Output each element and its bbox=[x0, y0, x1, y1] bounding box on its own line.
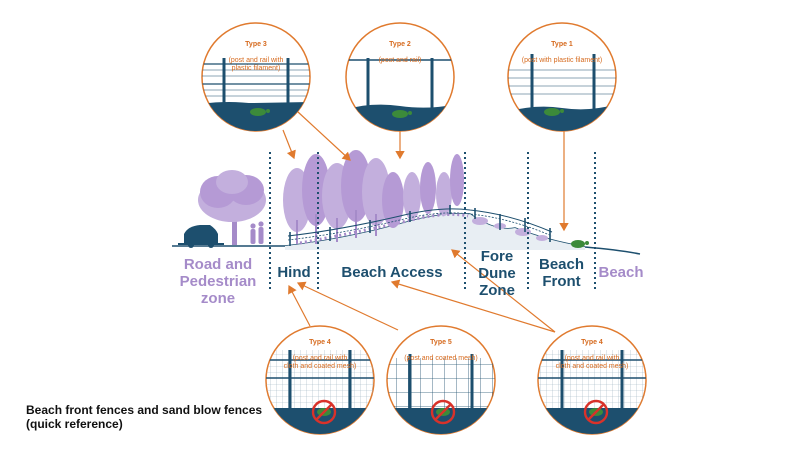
road-tree bbox=[198, 170, 266, 245]
callout-type4-left-title: Type 4 (post and rail with cloth and coa… bbox=[275, 331, 365, 371]
zone-label-road: Road and Pedestrian zone bbox=[179, 256, 257, 307]
callout-type4-right-title: Type 4 (post and rail with cloth and coa… bbox=[547, 331, 637, 371]
landscape bbox=[172, 150, 641, 292]
zone-label-fore-dune: Fore Dune Zone bbox=[478, 248, 516, 299]
zone-label-beach-access: Beach Access bbox=[341, 264, 443, 281]
callout-type5-desc: (post and coated mesh) bbox=[404, 355, 478, 362]
pedestrians bbox=[250, 221, 264, 244]
callout-type4-right bbox=[537, 325, 647, 435]
access-trees bbox=[283, 150, 464, 244]
callout-type4-left-type: Type 4 bbox=[309, 339, 331, 346]
callout-type1 bbox=[507, 22, 617, 132]
callout-type5-type: Type 5 bbox=[430, 339, 452, 346]
zone-label-hind: Hind bbox=[277, 264, 311, 281]
callout-type4-right-desc: (post and rail with cloth and coated mes… bbox=[555, 355, 629, 370]
arrows bbox=[282, 111, 569, 333]
callout-type2-title: Type 2 (post and rail) bbox=[360, 33, 440, 65]
callout-type3 bbox=[201, 22, 311, 132]
callout-type3-desc: (post and rail with plastic filament) bbox=[228, 57, 284, 72]
callout-type4-right-type: Type 4 bbox=[581, 339, 603, 346]
dune-fill bbox=[285, 213, 585, 250]
zone-dividers bbox=[269, 152, 596, 292]
zone-label-beach: Beach bbox=[598, 264, 644, 281]
callout-type2-desc: (post and rail) bbox=[378, 57, 422, 64]
figure-caption: Beach front fences and sand blow fences … bbox=[26, 403, 263, 431]
callout-type1-desc: (post with plastic filament) bbox=[521, 57, 603, 64]
car bbox=[178, 225, 224, 248]
zone-label-beach-front: Beach Front bbox=[538, 256, 585, 290]
callout-type4-left bbox=[265, 325, 375, 435]
turtle bbox=[571, 240, 589, 248]
callout-type1-type: Type 1 bbox=[551, 41, 573, 48]
callout-type1-title: Type 1 (post with plastic filament) bbox=[517, 33, 607, 65]
callout-type5-title: Type 5 (post and coated mesh) bbox=[396, 331, 486, 363]
callout-type4-left-desc: (post and rail with cloth and coated mes… bbox=[283, 355, 357, 370]
callout-type3-title: Type 3 (post and rail with plastic filam… bbox=[216, 33, 296, 73]
callout-type3-type: Type 3 bbox=[245, 41, 267, 48]
dune-fence bbox=[287, 205, 553, 246]
callout-type2-type: Type 2 bbox=[389, 41, 411, 48]
